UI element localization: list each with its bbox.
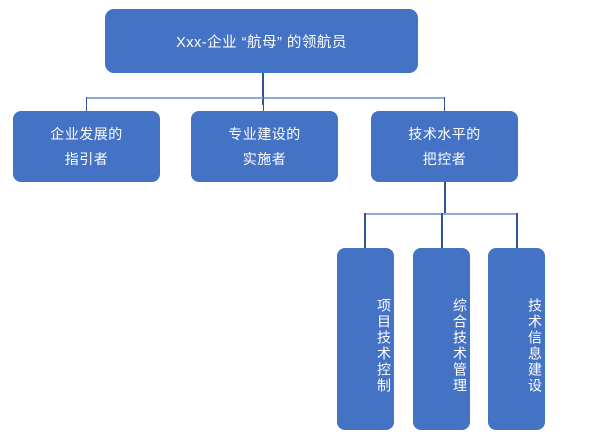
- node-level2-controller-label: 技术水平的 把控者: [408, 125, 481, 167]
- connector-level3-bus: [364, 213, 517, 215]
- connector-root-stem: [262, 73, 264, 105]
- node-root[interactable]: Xxx-企业 “航母” 的领航员: [105, 9, 418, 73]
- node-level3-tech-information-construction[interactable]: 技术信息建设: [488, 248, 545, 430]
- connector-drop-level3-c: [516, 213, 518, 249]
- connector-branch-stem: [444, 182, 446, 214]
- node-root-label: Xxx-企业 “航母” 的领航员: [176, 34, 347, 51]
- node-level3-integrated-tech-management[interactable]: 综合技术管理: [413, 248, 470, 430]
- node-level2-controller[interactable]: 技术水平的 把控者: [371, 111, 518, 182]
- node-level2-implementer[interactable]: 专业建设的 实施者: [191, 111, 338, 182]
- node-level3-project-tech-control[interactable]: 项目技术控制: [337, 248, 394, 430]
- connector-drop-level2-c: [444, 97, 445, 112]
- connector-drop-level2-b: [263, 97, 264, 112]
- node-level2-guide-label: 企业发展的 指引者: [50, 125, 123, 167]
- connector-level2-bus: [86, 97, 445, 99]
- node-level3-tech-information-construction-label: 技术信息建设: [527, 298, 543, 394]
- node-level3-project-tech-control-label: 项目技术控制: [376, 298, 392, 394]
- node-level3-integrated-tech-management-label: 综合技术管理: [452, 298, 468, 394]
- connector-drop-level2-a: [86, 97, 87, 112]
- connector-drop-level3-a: [364, 213, 366, 249]
- connector-drop-level3-b: [441, 213, 443, 249]
- node-level2-guide[interactable]: 企业发展的 指引者: [13, 111, 160, 182]
- node-level2-implementer-label: 专业建设的 实施者: [228, 125, 301, 167]
